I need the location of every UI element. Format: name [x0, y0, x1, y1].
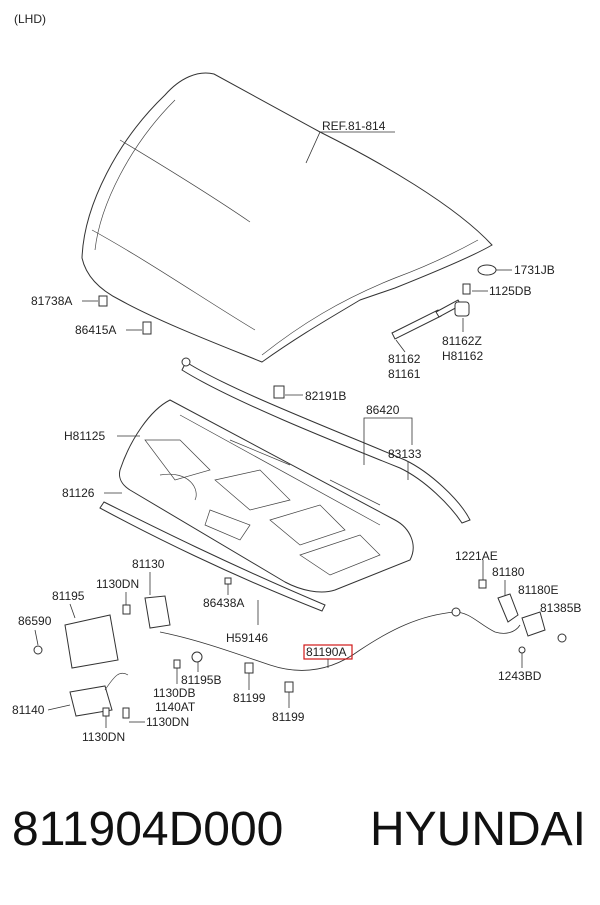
- label-h59146: H59146: [226, 631, 268, 645]
- label-81161: 81161: [388, 367, 421, 381]
- label-1130db: 1130DB: [153, 686, 195, 700]
- hood-panel: [81, 72, 493, 363]
- label-81738a: 81738A: [31, 294, 72, 308]
- variant-label: (LHD): [14, 12, 46, 26]
- label-1130dn-b: 1130DN: [82, 730, 125, 744]
- label-83133: 83133: [388, 447, 422, 461]
- label-81195b: 81195B: [181, 673, 221, 687]
- label-81180: 81180: [492, 565, 525, 579]
- brand-name: HYUNDAI: [369, 803, 586, 856]
- bumper-86415a: [142, 321, 152, 335]
- seal-upper: [181, 361, 471, 524]
- parts-diagram: (LHD) REF.81-814 1731JB 1125DB 81162Z H8…: [12, 12, 581, 744]
- label-82191b: 82191B: [305, 389, 346, 403]
- label-h81162: H81162: [442, 349, 483, 363]
- release-lever-81180: [497, 593, 519, 623]
- bumper-81738a: [98, 295, 108, 307]
- hood-lock-81140: [69, 685, 113, 717]
- hood-insulator: [119, 399, 414, 593]
- hood-lift-strut: [391, 299, 470, 340]
- label-1125db: 1125DB: [489, 284, 531, 298]
- footer: 811904D000 HYUNDAI: [0, 800, 600, 870]
- label-81199-b: 81199: [272, 710, 305, 724]
- label-1221ae: 1221AE: [455, 549, 498, 563]
- label-h81125: H81125: [64, 429, 105, 443]
- label-1243bd: 1243BD: [498, 669, 542, 683]
- label-1130dn-a: 1130DN: [96, 577, 139, 591]
- label-81195: 81195: [52, 589, 85, 603]
- ref-label: REF.81-814: [322, 119, 386, 133]
- label-81162: 81162: [388, 352, 421, 366]
- ref-leader: [305, 131, 395, 164]
- plug-1731jb: [477, 264, 497, 276]
- label-86415a: 86415A: [75, 323, 116, 337]
- label-81180e: 81180E: [518, 583, 558, 597]
- label-1130dn-c: 1130DN: [146, 715, 189, 729]
- label-86438a: 86438A: [203, 596, 244, 610]
- label-81130: 81130: [132, 557, 165, 571]
- label-81126: 81126: [62, 486, 95, 500]
- label-81385b: 81385B: [540, 601, 581, 615]
- clip-81199-a: [244, 662, 254, 674]
- label-1731jb: 1731JB: [514, 263, 555, 277]
- label-86590: 86590: [18, 614, 52, 628]
- bumper-82191b: [273, 385, 285, 399]
- weatherstrip-h59146: [99, 501, 326, 612]
- label-81199-a: 81199: [233, 691, 266, 705]
- clip-81195b: [191, 651, 203, 663]
- label-81190a: 81190A: [306, 645, 346, 659]
- hood-latch-81130: [144, 595, 171, 629]
- latch-plate-81195: [64, 614, 119, 669]
- part-number: 811904D000: [12, 803, 284, 856]
- label-1140at: 1140AT: [155, 700, 196, 714]
- label-86420: 86420: [366, 403, 400, 417]
- lever-bracket: [521, 611, 546, 637]
- label-81162z: 81162Z: [442, 334, 482, 348]
- release-cable: [159, 611, 521, 671]
- clip-81199-b: [284, 681, 294, 693]
- bolt-1125db: [462, 283, 471, 295]
- label-81140: 81140: [12, 703, 45, 717]
